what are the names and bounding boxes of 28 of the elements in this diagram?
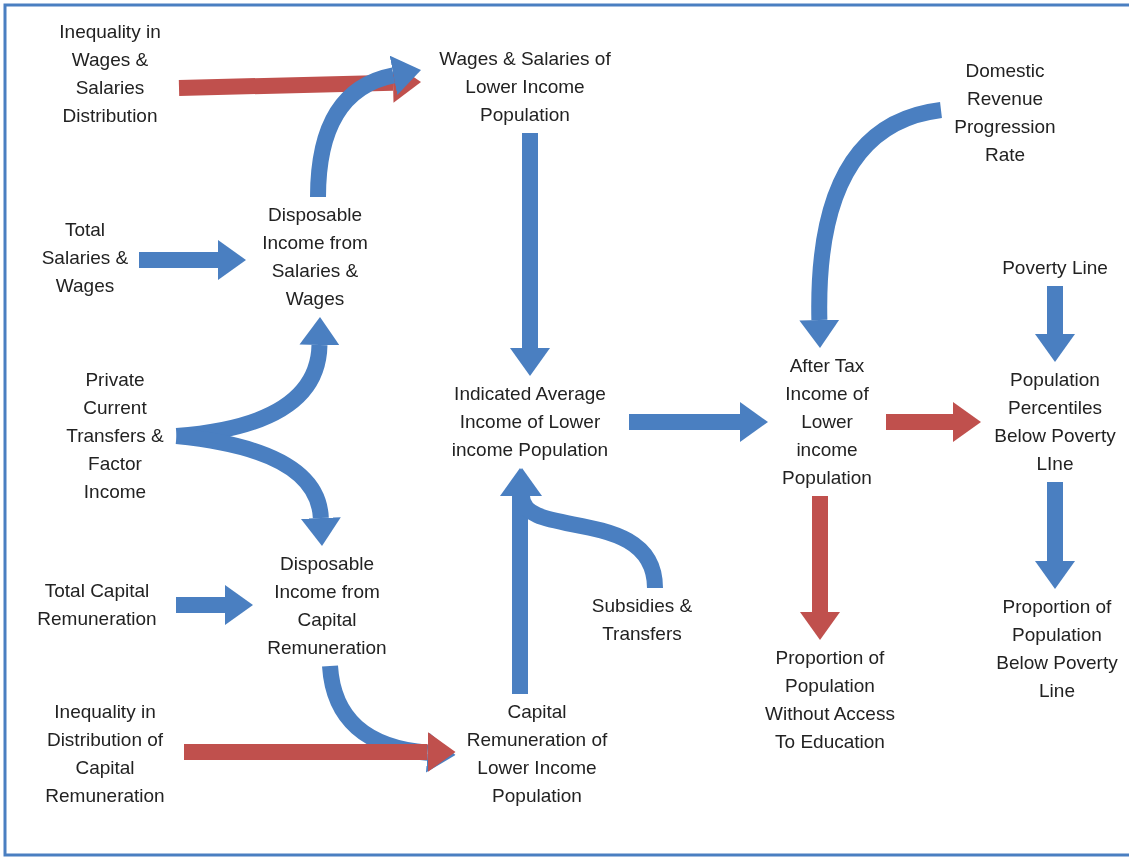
node-text: Total Salaries & Wages: [35, 216, 135, 300]
node-text: Inequality in Distribution of Capital Remuneration: [30, 698, 180, 810]
node-text: Wages & Salaries of Lower Income Population: [425, 45, 625, 129]
node-text: Proportion of Population Without Access To Education: [755, 644, 905, 756]
arrow: [800, 496, 840, 640]
arrow: [1035, 286, 1075, 362]
node-text: Inequality in Wages & Salaries Distribution: [45, 18, 175, 130]
node-text: Disposable Income from Capital Remuneration: [257, 550, 397, 662]
node-text: Private Current Transfers & Factor Income: [57, 366, 173, 506]
arrow: [886, 402, 981, 442]
node-text: Indicated Average Income of Lower income Population: [435, 380, 625, 464]
arrow: [629, 402, 768, 442]
node-text: Subsidies & Transfers: [582, 592, 702, 648]
arrow: [184, 732, 456, 772]
node-text: After Tax Income of Lower income Population: [772, 352, 882, 492]
node-text: Total Capital Remuneration: [22, 577, 172, 633]
node-text: Proportion of Population Below Poverty Line: [987, 593, 1127, 705]
arrow: [176, 585, 253, 625]
arrow: [310, 55, 421, 198]
node-text: Disposable Income from Salaries & Wages: [250, 201, 380, 313]
node-text: Capital Remuneration of Lower Income Population: [459, 698, 615, 810]
arrow: [139, 240, 246, 280]
arrow: [510, 133, 550, 376]
node-text: Population Percentiles Below Poverty LIne: [985, 366, 1125, 478]
node-text: Poverty Line: [985, 254, 1125, 282]
arrow: [1035, 482, 1075, 589]
node-text: Domestic Revenue Progression Rate: [945, 57, 1065, 169]
arrow: [799, 102, 943, 348]
